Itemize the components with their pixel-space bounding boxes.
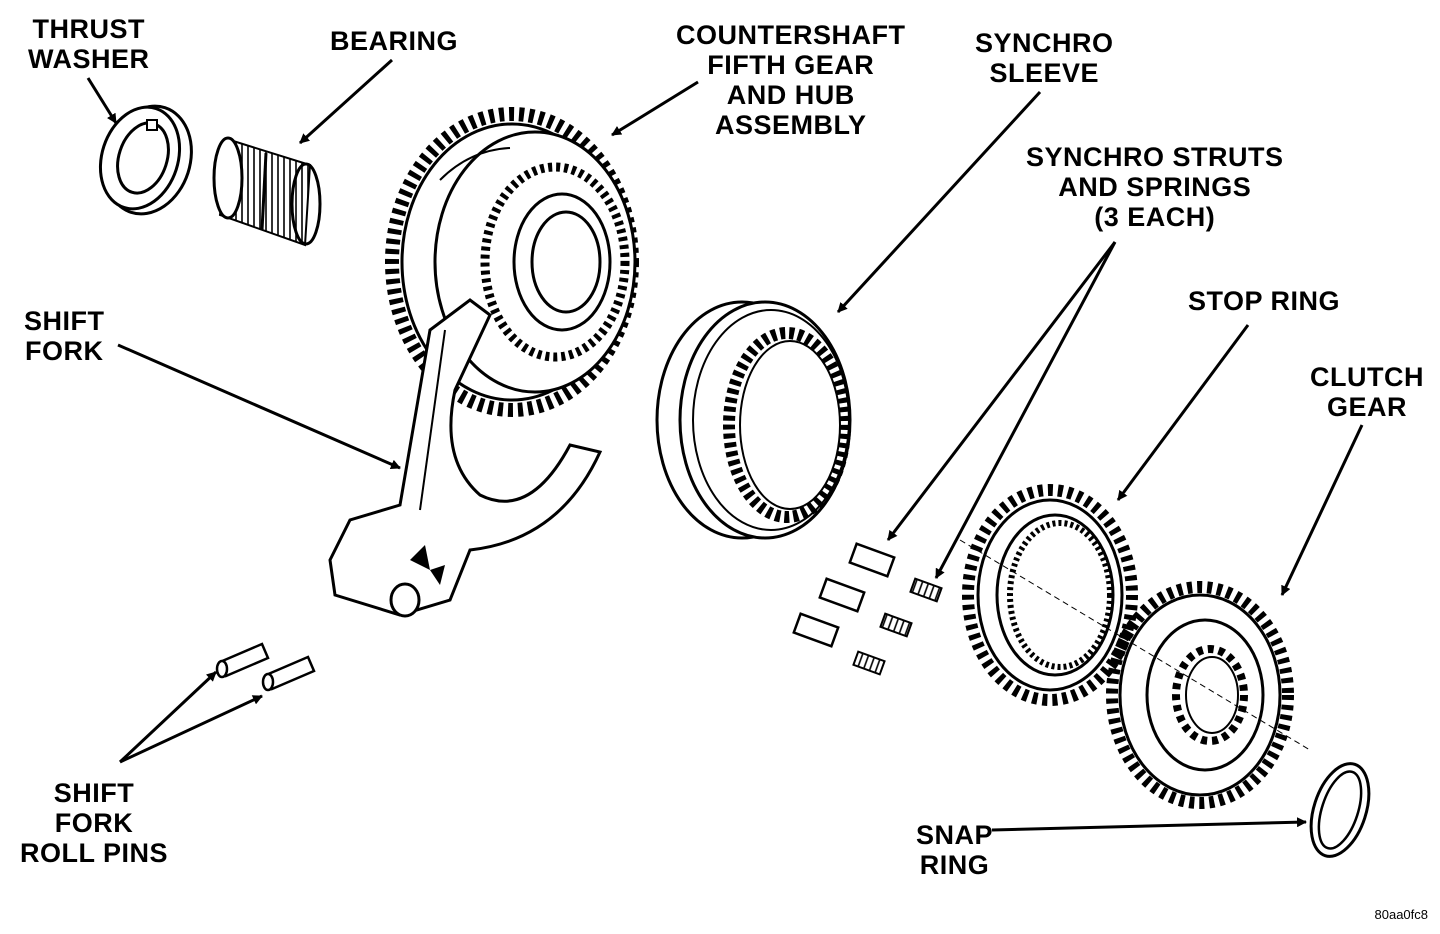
label-line: THRUST — [32, 14, 145, 44]
label-bearing: BEARING — [330, 26, 458, 56]
leader-arrows — [86, 58, 1364, 832]
label-stop-ring: STOP RING — [1188, 286, 1340, 316]
arrow-countershaft — [611, 80, 699, 137]
label-line: RING — [919, 850, 990, 880]
label-shift-fork: SHIFT FORK — [24, 306, 105, 366]
label-line: FORK — [25, 336, 104, 366]
arrow-clutch-gear — [1280, 424, 1364, 596]
arrow-bearing — [298, 58, 394, 145]
snap-ring-part — [1309, 762, 1371, 858]
arrow-stop-ring — [1116, 324, 1250, 501]
arrow-roll-pin-2 — [119, 694, 263, 764]
label-line: SYNCHRO STRUTS — [1026, 142, 1284, 172]
label-line: AND SPRINGS — [1058, 172, 1252, 202]
label-clutch-gear: CLUTCH GEAR — [1310, 362, 1424, 422]
label-line: WASHER — [28, 44, 150, 74]
arrow-spring — [934, 241, 1117, 579]
label-countershaft: COUNTERSHAFT FIFTH GEAR AND HUB ASSEMBLY — [676, 20, 906, 140]
shift-fork-part — [328, 298, 603, 618]
label-thrust-washer: THRUST WASHER — [28, 14, 150, 74]
label-line: BEARING — [330, 26, 459, 56]
label-line: SHIFT — [24, 306, 105, 336]
figure-code: 80aa0fc8 — [1374, 907, 1429, 922]
label-line: GEAR — [1326, 392, 1407, 422]
label-line: SHIFT — [53, 778, 135, 808]
label-line: ROLL PINS — [20, 838, 169, 868]
arrow-thrust-washer — [86, 77, 118, 124]
assembly-axis-line — [959, 539, 1311, 751]
needle-bearing-part — [212, 136, 322, 247]
arrow-roll-pin-1 — [118, 670, 218, 764]
label-line: SYNCHRO — [975, 28, 1114, 58]
arrow-strut — [886, 241, 1117, 541]
label-line: SNAP — [916, 820, 994, 850]
label-synchro-sleeve: SYNCHRO SLEEVE — [975, 28, 1114, 88]
arrow-snap-ring — [991, 817, 1307, 832]
stop-ring-part — [962, 484, 1138, 706]
label-line: (3 EACH) — [1094, 202, 1216, 232]
label-line: STOP RING — [1188, 286, 1341, 316]
label-snap-ring: SNAP RING — [916, 820, 993, 880]
arrow-synchro-sleeve — [836, 90, 1042, 314]
label-line: ASSEMBLY — [714, 110, 867, 140]
label-synchro-struts: SYNCHRO STRUTS AND SPRINGS (3 EACH) — [1026, 142, 1284, 232]
arrow-shift-fork — [117, 343, 401, 470]
label-line: SLEEVE — [989, 58, 1100, 88]
label-roll-pins: SHIFT FORK ROLL PINS — [20, 778, 168, 868]
clutch-gear-part — [1106, 581, 1294, 809]
label-line: FORK — [54, 808, 134, 838]
label-line: COUNTERSHAFT — [676, 20, 906, 50]
thrust-washer-part — [98, 104, 193, 216]
synchro-sleeve-part — [655, 300, 852, 540]
label-line: FIFTH GEAR — [707, 50, 875, 80]
label-line: AND HUB — [726, 80, 855, 110]
label-line: CLUTCH — [1310, 362, 1424, 392]
synchro-struts-springs-part — [792, 542, 943, 676]
roll-pins-part — [215, 642, 316, 692]
